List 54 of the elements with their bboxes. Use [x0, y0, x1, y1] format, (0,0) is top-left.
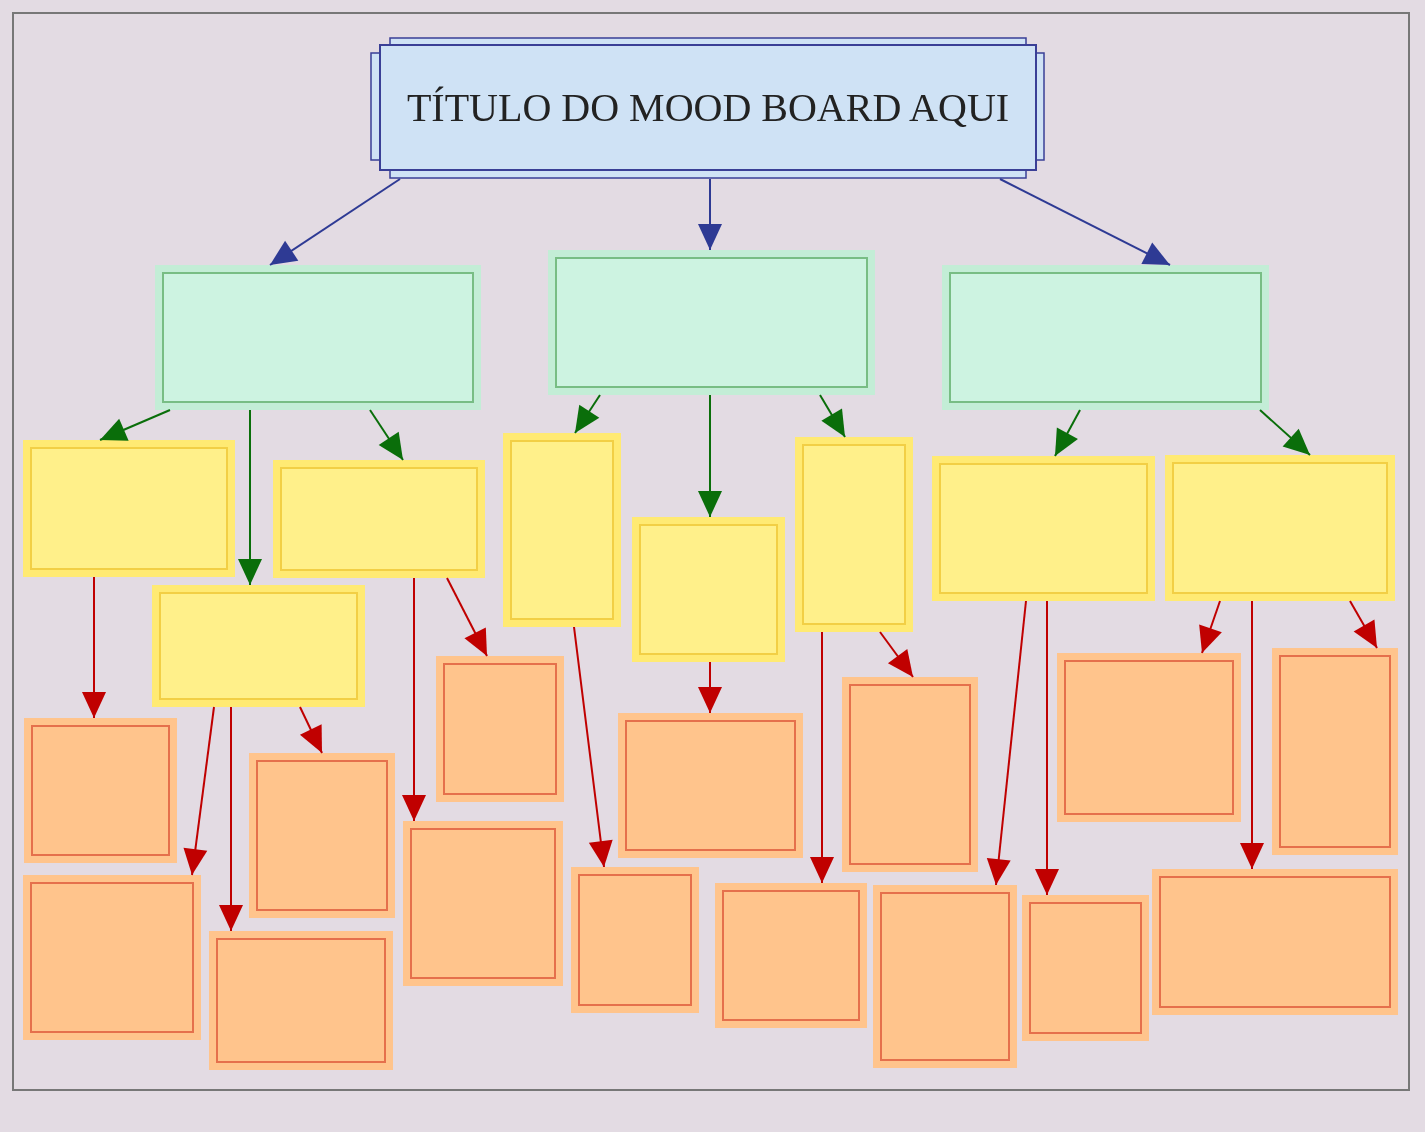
arrow [1199, 600, 1222, 654]
empty-box [548, 250, 875, 395]
arrow [1349, 600, 1378, 649]
arrow [698, 394, 722, 518]
title-banner [370, 37, 1045, 179]
empty-box [715, 883, 867, 1028]
arrow [299, 706, 323, 754]
empty-box [403, 821, 563, 986]
empty-box [795, 437, 913, 632]
arrow [1035, 600, 1059, 896]
empty-box [1165, 455, 1395, 601]
arrow [879, 631, 914, 678]
empty-box [1272, 648, 1398, 855]
arrow [99, 409, 171, 441]
arrow [986, 600, 1027, 886]
arrow [1259, 409, 1311, 456]
empty-box [1152, 869, 1398, 1015]
arrow [999, 178, 1171, 266]
arrow [219, 706, 243, 932]
empty-box [873, 885, 1017, 1068]
empty-box [618, 713, 803, 858]
arrow [698, 661, 722, 714]
empty-box [155, 265, 481, 410]
arrow [1240, 600, 1264, 870]
empty-box [1022, 895, 1149, 1041]
empty-box [842, 677, 978, 872]
empty-box [436, 656, 564, 802]
arrow [183, 706, 215, 876]
empty-box [209, 931, 393, 1070]
arrow [573, 626, 613, 868]
empty-box [152, 585, 365, 707]
arrow [574, 394, 601, 434]
empty-box [1057, 653, 1241, 822]
empty-box [24, 718, 177, 863]
empty-box [632, 517, 785, 662]
arrow [82, 576, 106, 719]
empty-box [571, 867, 699, 1013]
empty-box [503, 433, 621, 627]
empty-box [23, 875, 201, 1040]
empty-box [942, 265, 1269, 410]
empty-box [23, 440, 235, 577]
arrow [698, 178, 722, 251]
arrow [446, 577, 488, 657]
arrow [819, 394, 846, 438]
title-text: TÍTULO DO MOOD BOARD AQUI [405, 84, 1011, 132]
arrow [238, 409, 262, 586]
empty-box [932, 456, 1155, 601]
arrow [369, 409, 404, 461]
arrow [269, 178, 401, 266]
arrow [810, 631, 834, 884]
empty-box [249, 753, 395, 918]
arrow [1054, 409, 1081, 457]
empty-box [273, 460, 485, 578]
arrow [402, 577, 426, 822]
